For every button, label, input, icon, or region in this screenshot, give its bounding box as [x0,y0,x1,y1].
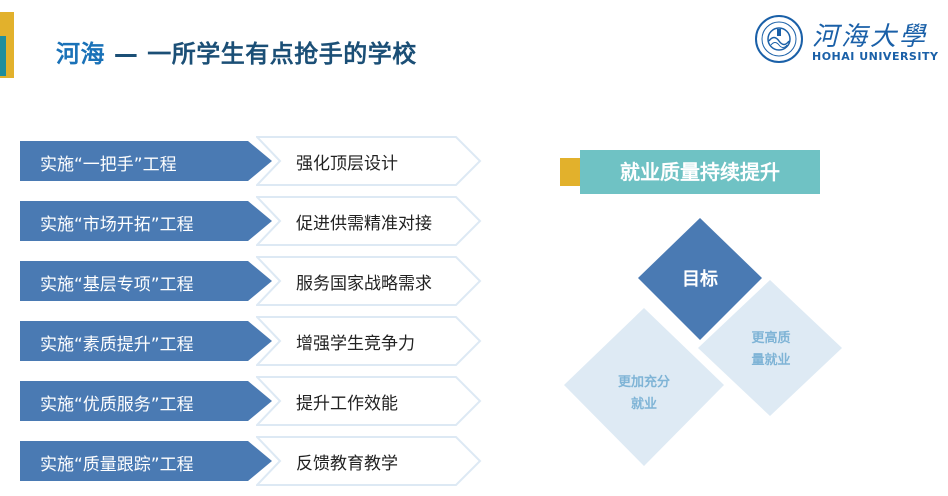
accent-bar-teal [0,36,6,76]
initiative-label-box: 实施“基层专项”工程 [20,261,272,301]
goal-diagram: 目标 更加充分 就业 更高质 量就业 [560,210,860,490]
initiative-row: 实施“优质服务”工程 提升工作效能 [20,376,490,426]
goal-text: 反馈教育教学 [296,454,398,474]
goal-chevron: 反馈教育教学 [256,436,482,486]
right-goal-line1: 更高质 [751,331,791,346]
page-title: 河海 — 一所学生有点抢手的学校 [56,34,417,69]
university-name-en: HOHAI UNIVERSITY [812,50,939,63]
goal-text: 促进供需精准对接 [296,214,432,234]
diamond-right [698,280,842,416]
initiative-label-box: 实施“质量跟踪”工程 [20,441,272,481]
initiative-label: 实施“优质服务”工程 [40,395,194,415]
chevron-shape-icon [256,256,482,306]
university-logo: 河海大學 HOHAI UNIVERSITY [754,14,938,64]
diamond-left [564,308,724,466]
initiative-label: 实施“市场开拓”工程 [40,215,194,235]
chevron-shape-icon [256,376,482,426]
page-title-brand: 河海 [56,40,105,68]
banner-accent [560,158,582,186]
goal-text: 提升工作效能 [296,394,398,414]
initiative-row: 实施“质量跟踪”工程 反馈教育教学 [20,436,490,486]
left-goal-line2: 就业 [630,397,657,412]
left-goal-line1: 更加充分 [617,375,670,390]
diamond-shapes [564,218,842,466]
right-goal: 更高质 量就业 [736,328,806,372]
university-name-cn: 河海大學 [812,22,929,52]
initiative-row: 实施“素质提升”工程 增强学生竞争力 [20,316,490,366]
right-goal-line2: 量就业 [751,353,791,368]
page-title-subtitle: 一所学生有点抢手的学校 [147,40,417,68]
initiative-label-box: 实施“一把手”工程 [20,141,272,181]
initiative-row: 实施“市场开拓”工程 促进供需精准对接 [20,196,490,246]
chevron-shape-icon [256,136,482,186]
university-seal-icon [755,15,803,63]
goal-chevron: 促进供需精准对接 [256,196,482,246]
initiative-label-box: 实施“优质服务”工程 [20,381,272,421]
goal-chevron: 提升工作效能 [256,376,482,426]
goal-chevron: 服务国家战略需求 [256,256,482,306]
diamond-top [638,218,762,340]
initiative-row: 实施“基层专项”工程 服务国家战略需求 [20,256,490,306]
left-goal: 更加充分 就业 [604,372,684,416]
initiative-label-box: 实施“市场开拓”工程 [20,201,272,241]
chevron-shape-icon [256,436,482,486]
initiative-label: 实施“一把手”工程 [40,155,177,175]
banner: 就业质量持续提升 [580,150,820,194]
initiative-row: 实施“一把手”工程 强化顶层设计 [20,136,490,186]
initiative-label: 实施“基层专项”工程 [40,275,194,295]
goal-text: 增强学生竞争力 [296,334,415,354]
chevron-shape-icon [256,316,482,366]
page-title-dash: — [105,40,148,68]
target-label: 目标 [682,269,718,290]
goal-text: 服务国家战略需求 [296,274,432,294]
banner-title: 就业质量持续提升 [620,160,780,184]
goal-chevron: 强化顶层设计 [256,136,482,186]
initiative-label: 实施“素质提升”工程 [40,335,194,355]
initiative-label: 实施“质量跟踪”工程 [40,455,194,475]
goal-chevron: 增强学生竞争力 [256,316,482,366]
chevron-shape-icon [256,196,482,246]
initiative-label-box: 实施“素质提升”工程 [20,321,272,361]
goal-text: 强化顶层设计 [296,154,398,174]
